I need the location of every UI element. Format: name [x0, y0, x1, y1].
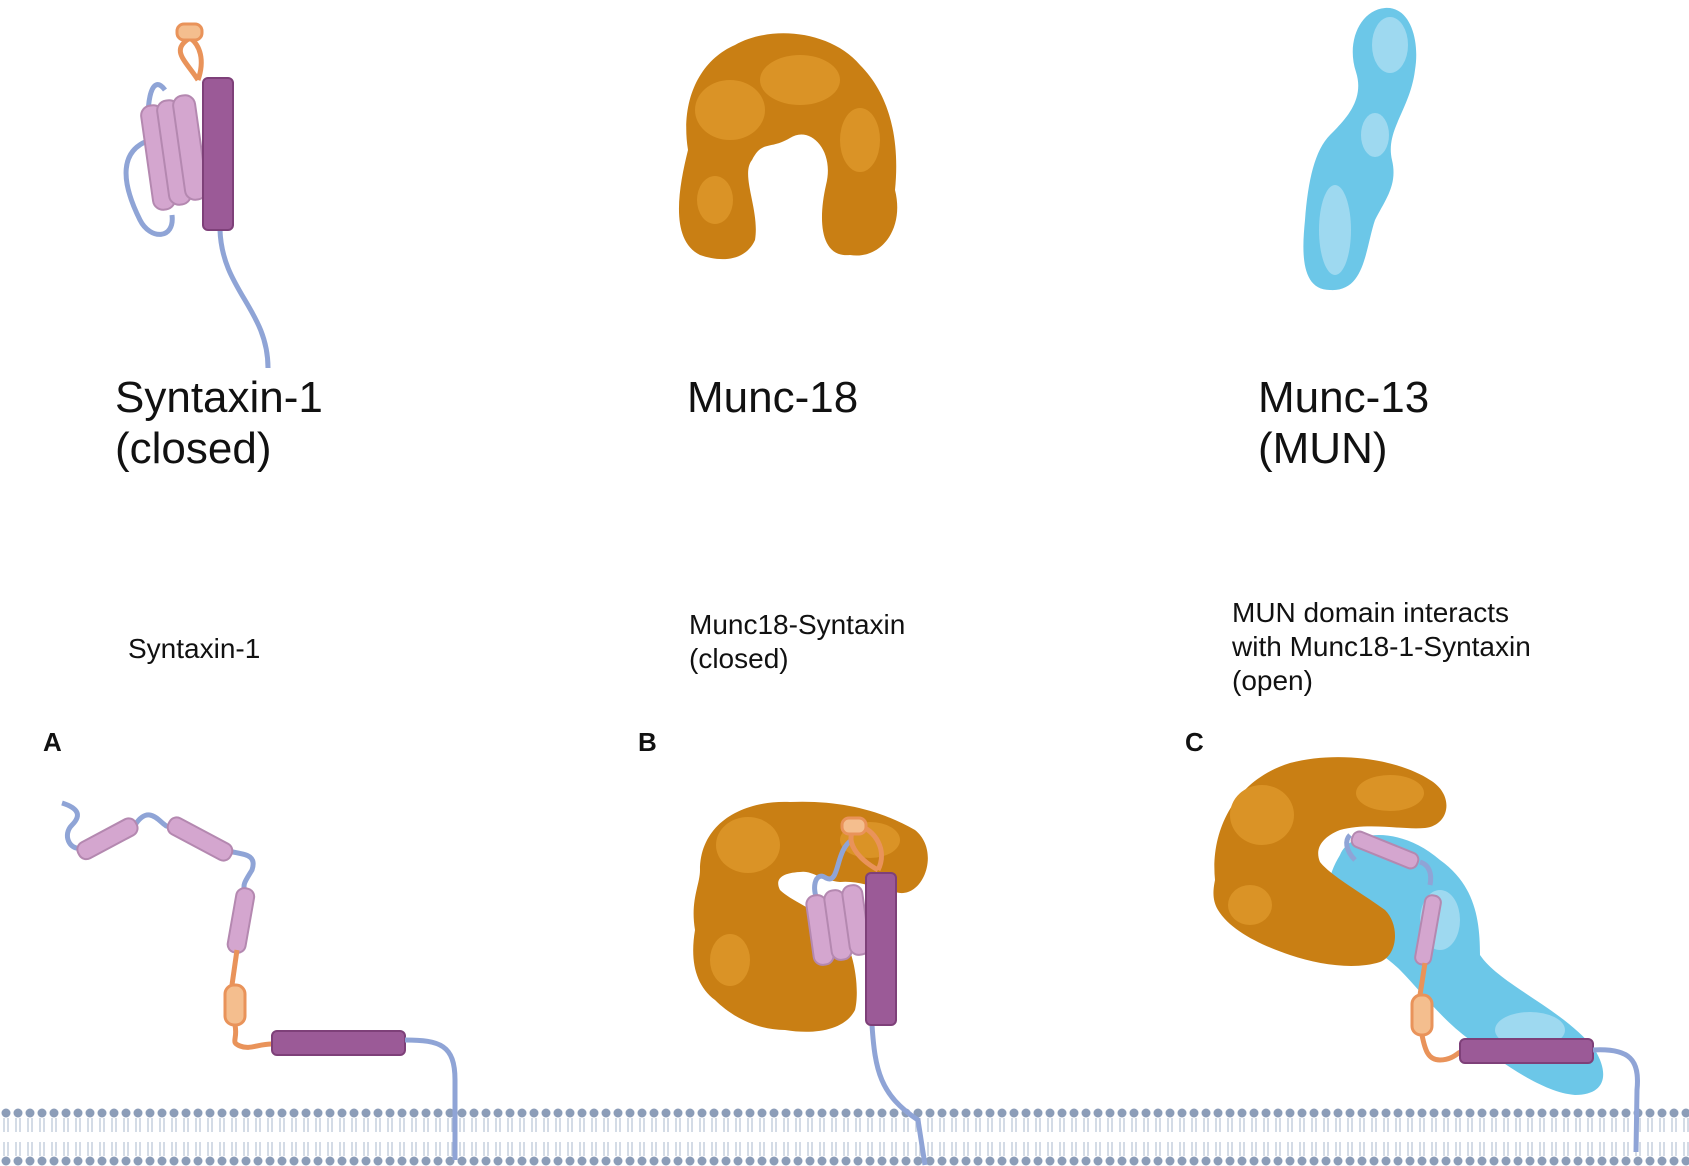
plasma-membrane: [0, 1108, 1689, 1166]
munc13-mun-label: Munc-13 (MUN): [1258, 373, 1430, 474]
caption-a: Syntaxin-1: [128, 633, 261, 664]
panel-label-c: C: [1185, 727, 1204, 757]
munc18-label: Munc-18: [687, 373, 859, 422]
panel-label-a: A: [43, 727, 62, 757]
syntaxin-open-icon: [61, 800, 458, 1160]
munc18-icon: [678, 33, 898, 260]
syntaxin-closed-icon: [123, 22, 271, 369]
panel-label-b: B: [638, 727, 657, 757]
munc13-mun-icon: [1303, 7, 1417, 291]
syntaxin-closed-label: Syntaxin-1 (closed): [115, 373, 323, 474]
caption-b: Munc18-Syntaxin (closed): [689, 609, 906, 675]
caption-c: MUN domain interacts with Munc18-1-Synta…: [1232, 597, 1531, 697]
mun-munc18-syntaxin-open-complex-icon: [1213, 757, 1640, 1153]
munc18-syntaxin-complex-icon: [693, 801, 928, 1166]
